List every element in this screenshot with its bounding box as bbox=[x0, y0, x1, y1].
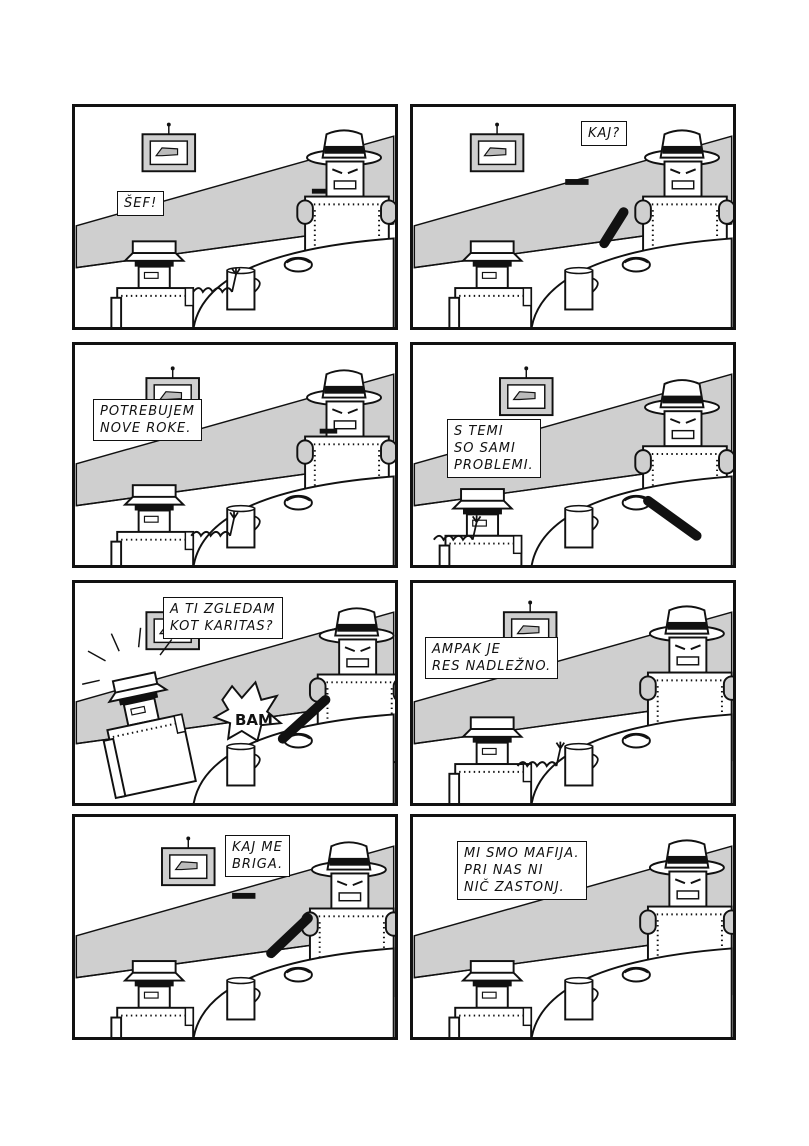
panel-3-scene bbox=[75, 365, 395, 565]
speech-balloon: ŠEF! bbox=[117, 191, 165, 216]
painting-icon bbox=[141, 121, 197, 173]
painting-icon bbox=[161, 835, 216, 887]
panel-7-scene bbox=[75, 835, 395, 1037]
cigar-icon bbox=[232, 892, 256, 899]
panel-6-scene bbox=[413, 599, 733, 803]
comic-panel-2: KAJ? bbox=[410, 104, 736, 330]
comic-panel-3: POTREBUJEM NOVE ROKE. bbox=[72, 342, 398, 568]
cigar-icon bbox=[319, 428, 338, 434]
comic-panel-8: MI SMO MAFIJA. PRI NAS NI NIČ ZASTONJ. bbox=[410, 814, 736, 1040]
panel-1-scene bbox=[75, 121, 395, 327]
robot-minion bbox=[448, 960, 533, 1037]
panel-4-scene bbox=[413, 365, 733, 565]
speech-balloon: AMPAK JE RES NADLEŽNO. bbox=[425, 637, 559, 679]
comic-panel-4: S TEMI SO SAMI PROBLEMI. bbox=[410, 342, 736, 568]
comic-panel-5: A TI ZGLEDAM KOT KARITAS? BAM bbox=[72, 580, 398, 806]
speech-balloon: MI SMO MAFIJA. PRI NAS NI NIČ ZASTONJ. bbox=[457, 841, 587, 900]
comic-panel-6: AMPAK JE RES NADLEŽNO. bbox=[410, 580, 736, 806]
panel-5-scene bbox=[75, 599, 395, 803]
panel-2-scene bbox=[413, 121, 733, 327]
spring-icon bbox=[516, 740, 566, 767]
cigar-icon bbox=[565, 179, 589, 185]
robot-minion bbox=[110, 960, 195, 1037]
speech-balloon: KAJ ME BRIGA. bbox=[225, 835, 291, 877]
cigar-icon bbox=[311, 188, 326, 194]
speech-balloon: KAJ? bbox=[581, 121, 628, 146]
sound-effect: BAM bbox=[235, 711, 273, 729]
painting-icon bbox=[469, 121, 525, 173]
comic-panel-1: ŠEF! bbox=[72, 104, 398, 330]
comic-panel-7: KAJ ME BRIGA. bbox=[72, 814, 398, 1040]
speech-balloon: S TEMI SO SAMI PROBLEMI. bbox=[447, 419, 541, 478]
painting-icon bbox=[499, 365, 554, 417]
speech-balloon: POTREBUJEM NOVE ROKE. bbox=[93, 399, 202, 441]
speech-balloon: A TI ZGLEDAM KOT KARITAS? bbox=[163, 597, 283, 639]
